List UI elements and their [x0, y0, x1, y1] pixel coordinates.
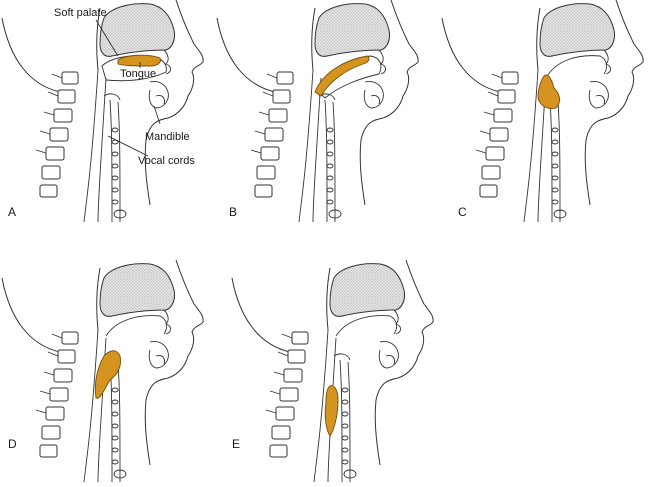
anatomy-drawing: [216, 0, 419, 223]
panel-label-a: A: [8, 205, 16, 219]
mandible-label: Mandible: [145, 131, 190, 143]
vocal-cords-leader: [107, 135, 149, 157]
panel-label-c: C: [458, 205, 467, 219]
bolus: [314, 55, 370, 97]
panel-a: Soft palate Tongue Mandible Vocal cords …: [1, 0, 204, 223]
tongue-outline: [101, 55, 167, 82]
anatomy-drawing: [231, 259, 434, 483]
tongue-outline: [545, 55, 608, 79]
mandible-leader: [153, 105, 161, 125]
tongue-outline: [335, 315, 398, 337]
anatomy-drawing: [441, 0, 644, 223]
soft-palate-leader: [95, 19, 119, 57]
bolus: [117, 54, 161, 67]
panel-e: E: [231, 259, 434, 483]
bolus: [94, 350, 121, 399]
tongue-label: Tongue: [120, 68, 156, 80]
bolus: [324, 385, 339, 437]
anatomy-drawing: [1, 0, 204, 223]
tongue-outline: [105, 315, 168, 337]
panel-label-e: E: [232, 437, 240, 451]
vocal-cords-label: Vocal cords: [138, 155, 195, 167]
bolus: [537, 74, 561, 109]
soft-palate-label: Soft palate: [54, 7, 107, 19]
panel-b: B: [216, 0, 419, 223]
panel-d: D: [1, 259, 204, 483]
panel-c: C: [441, 0, 644, 223]
panel-label-b: B: [229, 205, 237, 219]
panel-label-d: D: [8, 437, 17, 451]
